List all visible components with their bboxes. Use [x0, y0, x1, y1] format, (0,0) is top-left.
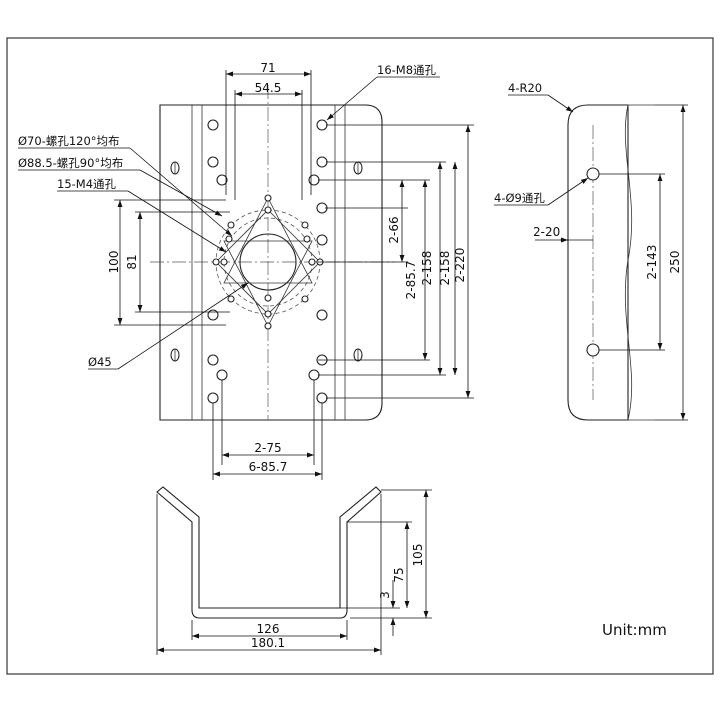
dim-6-85-7: 6-85.7: [249, 460, 288, 474]
label-r20: 4-R20: [508, 81, 542, 95]
drawing-frame: [6, 37, 714, 675]
side-hole-d9: [586, 167, 600, 181]
label-m8-holes: 16-M8通孔: [377, 63, 437, 77]
dim-105: 105: [411, 544, 425, 567]
side-slot-markers: [170, 161, 363, 362]
dim-81: 81: [125, 254, 139, 269]
dim-2-143: 2-143: [645, 245, 659, 280]
dim-126: 126: [257, 622, 280, 636]
dim-3: 3: [378, 591, 392, 599]
label-d9-holes: 4-Ø9通孔: [494, 191, 545, 205]
label-d45: Ø45: [88, 355, 112, 369]
bottom-view: 105 75 3 126 180.1: [156, 486, 432, 655]
dim-71: 71: [260, 61, 275, 75]
u-profile-outline: [156, 486, 382, 619]
dim-2-75: 2-75: [254, 441, 281, 455]
dim-100: 100: [107, 251, 121, 274]
front-view: 71 54.5 100 81 2-66 2-85.7 2-158 2-158: [18, 61, 474, 480]
dim-2-66: 2-66: [387, 216, 401, 243]
label-d88-holes: Ø88.5-螺孔90°均布: [18, 156, 123, 170]
dim-2-158-b: 2-158: [438, 251, 452, 286]
dim-2-220: 2-220: [453, 248, 467, 283]
dim-180-1: 180.1: [251, 636, 285, 650]
label-m4-holes: 15-M4通孔: [57, 177, 117, 191]
break-line: [624, 104, 633, 421]
unit-label: Unit:mm: [602, 621, 667, 639]
dim-2-85-7: 2-85.7: [404, 261, 418, 300]
center-hole-d45: [239, 233, 297, 291]
triangle-120-pattern: [223, 197, 313, 284]
side-hole-d9: [586, 343, 600, 357]
dim-54-5: 54.5: [255, 81, 282, 95]
m4-holes: [212, 194, 324, 330]
dim-2-20: 2-20: [533, 225, 560, 239]
dim-75: 75: [392, 567, 406, 582]
side-plate-outline: [567, 104, 629, 421]
dim-250: 250: [668, 251, 682, 274]
dim-2-158-a: 2-158: [420, 251, 434, 286]
mount-plate-outline: [159, 104, 383, 421]
label-d70-holes: Ø70-螺孔120°均布: [18, 134, 120, 148]
side-view: 4-R20 4-Ø9通孔 2-20 2-143 250: [494, 81, 688, 421]
